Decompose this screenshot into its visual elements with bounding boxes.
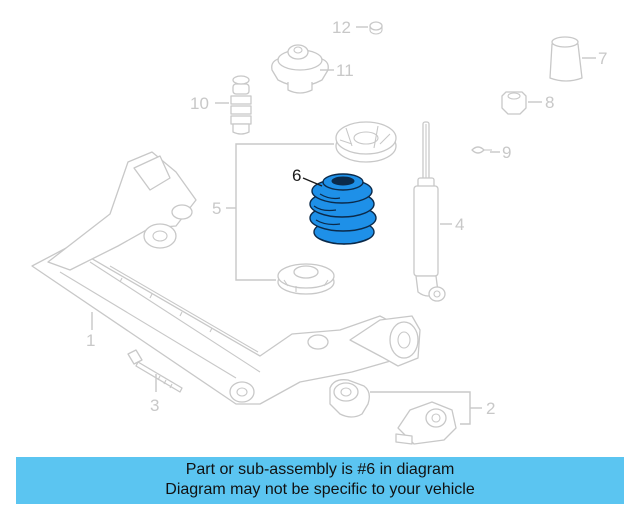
part-9-clip[interactable] — [471, 146, 492, 154]
callout-3[interactable]: 3 — [150, 396, 159, 415]
part-4-shock-absorber[interactable] — [413, 121, 446, 302]
callout-7[interactable]: 7 — [598, 49, 607, 68]
callout-5[interactable]: 5 — [212, 199, 221, 218]
leader-6 — [302, 177, 323, 187]
part-11-strut-mount[interactable] — [271, 44, 329, 94]
callout-8[interactable]: 8 — [545, 93, 554, 112]
banner-line-1: Part or sub-assembly is #6 in diagram — [185, 461, 455, 478]
callout-9[interactable]: 9 — [502, 143, 511, 162]
callout-2[interactable]: 2 — [486, 399, 495, 418]
callout-1[interactable]: 1 — [86, 331, 95, 350]
part-2-axle-bushing[interactable] — [329, 379, 370, 418]
part-1-axle-beam[interactable] — [31, 151, 421, 405]
bracket-5 — [235, 143, 334, 281]
part-7-dust-boot[interactable] — [549, 36, 583, 82]
banner-line-2: Diagram may not be specific to your vehi… — [165, 481, 475, 498]
part-6-coil-spring[interactable] — [309, 173, 377, 245]
part-12-nut[interactable] — [369, 21, 383, 35]
callout-12[interactable]: 12 — [332, 18, 351, 37]
callout-10[interactable]: 10 — [190, 94, 209, 113]
info-banner: Part or sub-assembly is #6 in diagram Di… — [16, 457, 624, 504]
part-8-bushing[interactable] — [501, 91, 527, 115]
callout-6[interactable]: 6 — [292, 166, 301, 185]
part-3-bolt[interactable] — [127, 349, 183, 393]
part-10-bump-stop[interactable] — [230, 75, 252, 135]
part-5-lower-spring-pad[interactable] — [277, 263, 335, 295]
part-5-upper-spring-pad[interactable] — [335, 121, 397, 163]
part-2-bushing-bracket[interactable] — [395, 401, 457, 445]
callout-4[interactable]: 4 — [455, 215, 464, 234]
callout-11[interactable]: 11 — [336, 61, 354, 80]
